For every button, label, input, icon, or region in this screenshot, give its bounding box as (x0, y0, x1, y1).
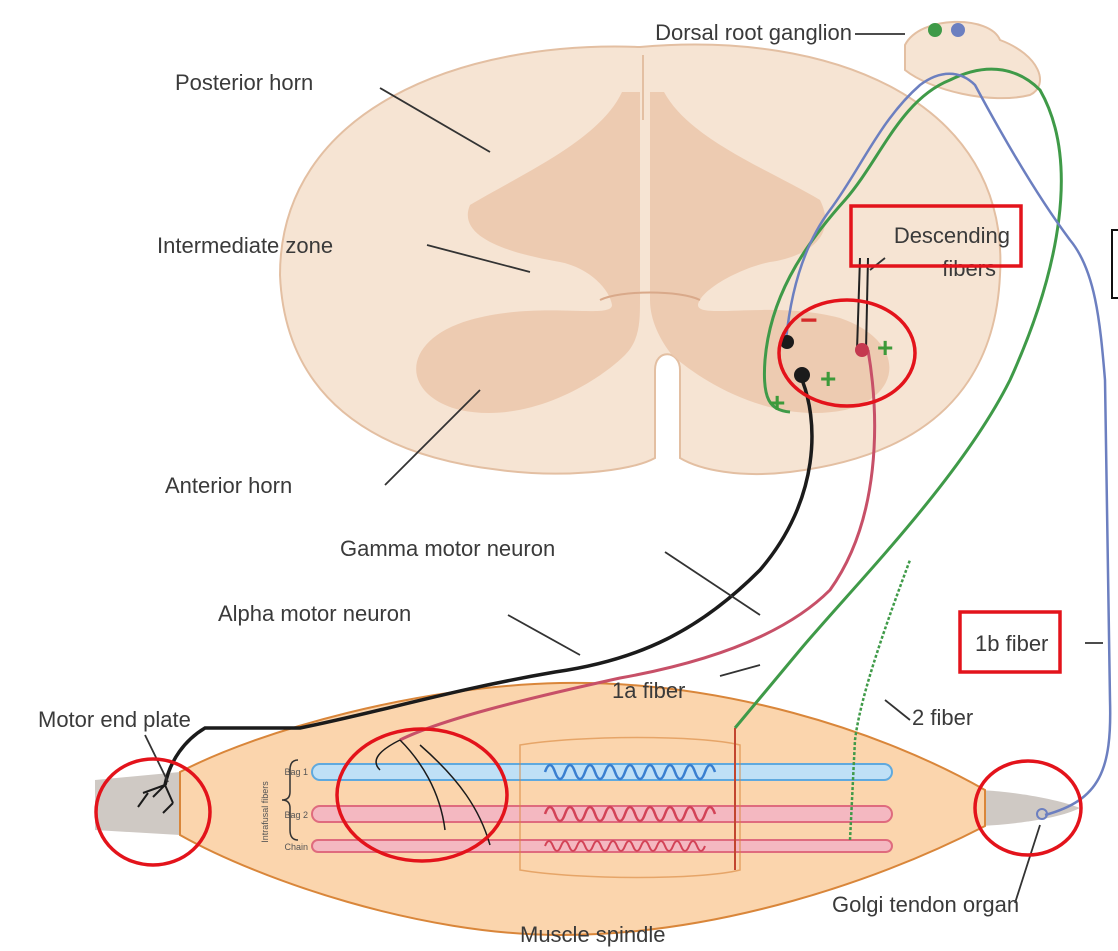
gamma-motor-soma (855, 343, 869, 357)
alpha-motor-soma (794, 367, 810, 383)
ganglion-soma-blue (951, 23, 965, 37)
label-anterior-horn: Anterior horn (165, 473, 292, 498)
label-intermediate-zone: Intermediate zone (157, 233, 333, 258)
label-muscle-spindle: Muscle spindle (520, 922, 666, 947)
excitatory-sign-3: + (877, 332, 893, 363)
spinal-cord-white-matter (280, 45, 1000, 475)
label-motor-end-plate: Motor end plate (38, 707, 191, 732)
bag1-label: Bag 1 (284, 767, 308, 777)
label-alpha-motor-neuron: Alpha motor neuron (218, 601, 411, 626)
bag2-label: Bag 2 (284, 810, 308, 820)
excitatory-sign-2: + (769, 387, 785, 418)
dorsal-root-ganglion (905, 22, 1040, 98)
spinal-cord-section (280, 45, 1000, 475)
label-1b-fiber: 1b fiber (975, 631, 1048, 656)
label-golgi-tendon-organ: Golgi tendon organ (832, 892, 1019, 917)
label-descending-line2: fibers (942, 256, 996, 281)
chain-label: Chain (284, 842, 308, 852)
label-descending-line1: Descending (894, 223, 1010, 248)
label-dorsal-root-ganglion: Dorsal root ganglion (655, 20, 852, 45)
excitatory-sign-1: + (820, 363, 836, 394)
label-2-fiber: 2 fiber (912, 705, 973, 730)
cropped-box-edge (1112, 230, 1118, 298)
label-1a-fiber: 1a fiber (612, 678, 685, 703)
label-posterior-horn: Posterior horn (175, 70, 313, 95)
ganglion-soma-green (928, 23, 942, 37)
intrafusal-fibers-label: Intrafusal fibers (260, 781, 270, 843)
label-gamma-motor-neuron: Gamma motor neuron (340, 536, 555, 561)
